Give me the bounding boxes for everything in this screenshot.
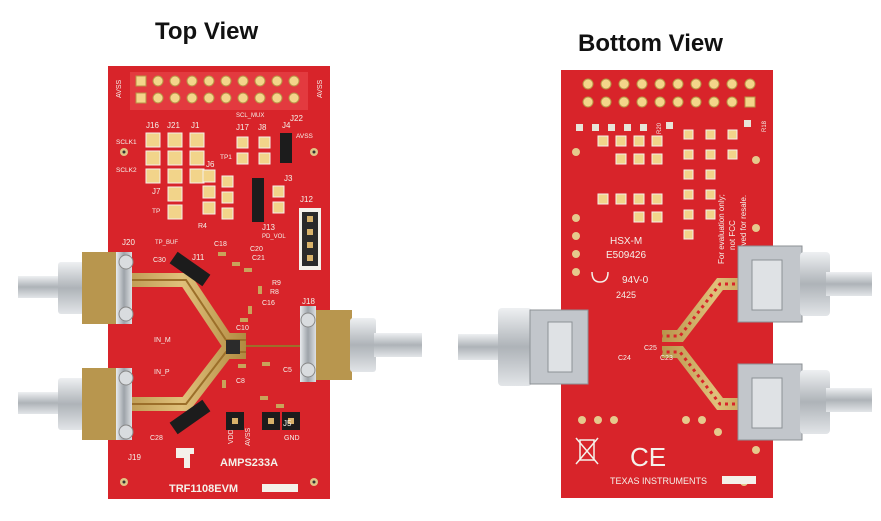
sma-connector-left [458, 308, 589, 386]
label-j19: J19 [128, 453, 141, 462]
sma-connector-j19 [18, 368, 134, 440]
label-j4: J4 [282, 121, 291, 130]
bottom-view-title: Bottom View [578, 30, 723, 57]
label-avss-j4: AVSS [296, 133, 314, 140]
label-sclk1: SCLK1 [116, 139, 137, 146]
label-j12: J12 [300, 195, 313, 204]
pcb-marking-2: E509426 [606, 250, 646, 261]
label-r4: R4 [198, 223, 207, 230]
top-board: AVSS AVSS J22 SCL_MUX J16 J21 J1 SCLK1 S… [18, 66, 422, 499]
label-j16: J16 [146, 121, 159, 130]
bottom-header-pads [582, 78, 756, 108]
label-tp: TP [152, 208, 160, 215]
label-c25: C25 [644, 345, 657, 352]
pcb-marking-4: 2425 [616, 290, 636, 300]
jumper-shunt [169, 399, 211, 435]
label-j18: J18 [302, 297, 315, 306]
product-name: TRF1108EVM [169, 483, 238, 495]
label-c10: C10 [236, 325, 249, 332]
label-j21: J21 [167, 121, 180, 130]
label-c23: C23 [660, 355, 673, 362]
passive-components [218, 252, 284, 408]
label-pd-vol: PD_VOL [262, 234, 286, 240]
sma-connector-right-bottom [737, 363, 872, 441]
label-j7: J7 [152, 187, 161, 196]
label-c5: C5 [283, 367, 292, 374]
net-label-in-p: IN_P [154, 369, 170, 376]
label-tp-buf: TP_BUF [155, 240, 178, 246]
label-j6: J6 [206, 160, 215, 169]
sma-connector-j18 [300, 306, 422, 382]
label-j1: J1 [191, 121, 200, 130]
label-j3: J3 [284, 174, 293, 183]
pcb-marking-1: HSX-M [610, 236, 642, 247]
j5-header [226, 412, 300, 430]
label-c21: C21 [252, 255, 265, 262]
jumper-pads [145, 132, 285, 220]
rail-label-left: AVSS [116, 80, 123, 98]
label-vdd: VDD [228, 429, 235, 444]
label-c28: C28 [150, 435, 163, 442]
j22-label: J22 [290, 114, 303, 123]
ti-logo [176, 448, 194, 468]
label-box [262, 484, 298, 492]
label-avss-bottom: AVSS [245, 428, 252, 446]
sma-connector-right-top [737, 245, 872, 323]
label-box [722, 476, 756, 484]
label-c18: C18 [214, 241, 227, 248]
label-j11: J11 [192, 253, 205, 262]
notice-line-1: For evaluation only; [717, 194, 726, 264]
bottom-board: R20 R18 HSX-M E509426 94V-0 2425 For eva… [458, 70, 872, 498]
notice-line-2: not FCC [728, 220, 737, 250]
jumper-shunt [252, 178, 264, 222]
label-r18: R18 [762, 120, 768, 132]
bottom-pad-matrix [597, 129, 738, 240]
label-gnd: GND [284, 435, 300, 442]
ce-mark: CE [630, 442, 666, 472]
label-c30: C30 [153, 257, 166, 264]
sma-connector-j20 [18, 252, 134, 324]
label-tp1: TP1 [220, 154, 232, 161]
label-j13: J13 [262, 223, 275, 232]
label-j8: J8 [258, 123, 267, 132]
label-c20: C20 [250, 246, 263, 253]
weee-bin-icon [575, 437, 599, 465]
bottom-small-pads [576, 120, 751, 131]
top-view-title: Top View [155, 18, 259, 45]
board-id: AMPS233A [220, 457, 278, 469]
amplifier-chip [226, 340, 240, 354]
net-label-in-m: IN_M [154, 337, 171, 344]
label-j5: J5 [283, 419, 292, 428]
label-r20: R20 [657, 122, 663, 134]
label-sclk2: SCLK2 [116, 167, 137, 174]
label-j20: J20 [122, 238, 135, 247]
label-r8: R8 [270, 289, 279, 296]
notice-line-3: approved for resale. [739, 195, 748, 266]
ti-brand: TEXAS INSTRUMENTS [610, 476, 707, 486]
pcb-marking-3: 94V-0 [622, 275, 649, 286]
jumper-shunt [169, 251, 211, 287]
ul-logo-icon [591, 271, 609, 283]
label-j17: J17 [236, 123, 249, 132]
label-c16: C16 [262, 300, 275, 307]
j22-header: AVSS AVSS J22 SCL_MUX [116, 72, 324, 123]
label-c8: C8 [236, 378, 245, 385]
jumper-shunt [280, 133, 292, 163]
rail-label-right: AVSS [317, 80, 324, 98]
label-r9: R9 [272, 280, 281, 287]
sclk-mux-label: SCL_MUX [236, 113, 264, 119]
label-c24: C24 [618, 355, 631, 362]
